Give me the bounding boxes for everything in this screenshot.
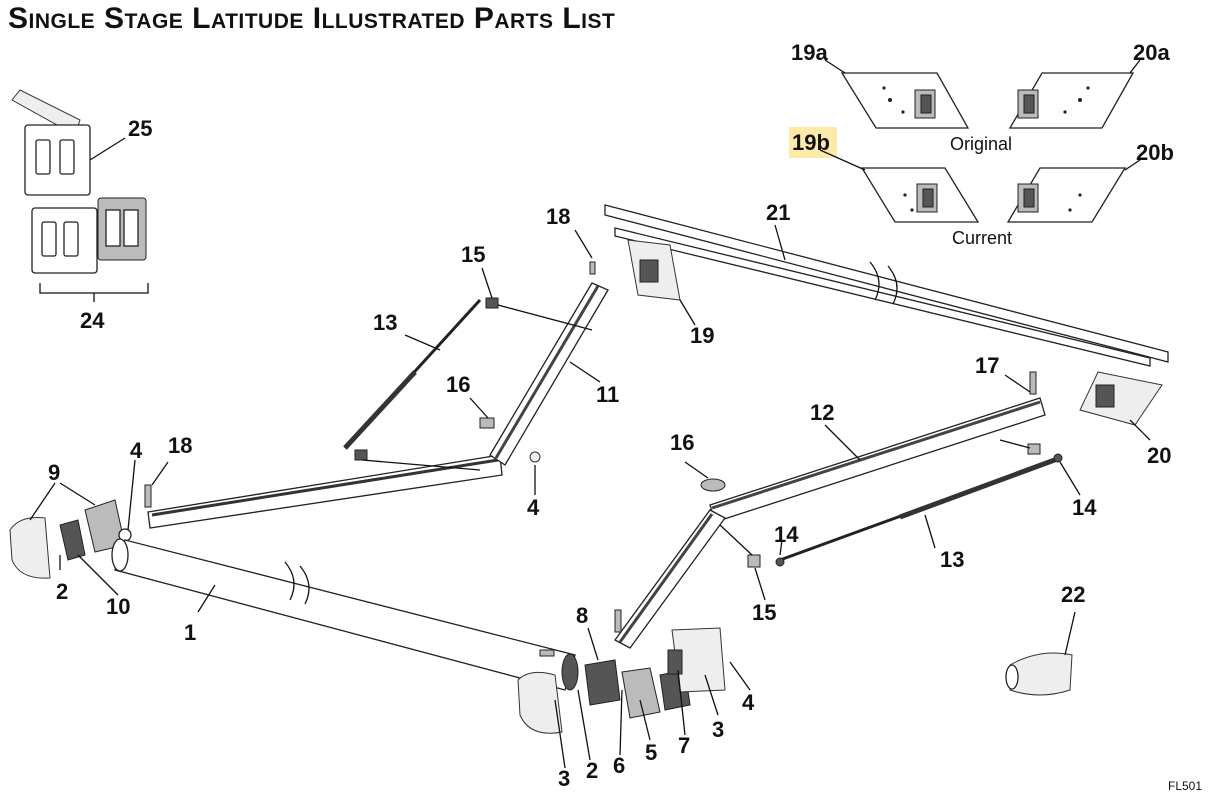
callout-15-right: 15 xyxy=(752,600,776,625)
switch-cover-25 xyxy=(11,89,91,196)
callout-11: 11 xyxy=(596,382,619,407)
gas-strut-13-right xyxy=(775,453,1063,567)
callout-14-mid: 14 xyxy=(774,522,799,547)
callout-14-right: 14 xyxy=(1072,495,1097,520)
callout-4-right: 4 xyxy=(742,690,755,715)
caption-current: Current xyxy=(952,228,1012,248)
callout-7: 7 xyxy=(678,733,690,758)
upper-arm-11 xyxy=(489,261,609,466)
callout-20: 20 xyxy=(1147,443,1171,468)
callout-4-mid: 4 xyxy=(527,495,540,520)
callout-13-left: 13 xyxy=(373,310,397,335)
callout-9: 9 xyxy=(48,460,60,485)
callout-3-bottom: 3 xyxy=(558,766,570,791)
part-22 xyxy=(1005,652,1073,696)
callout-20a: 20a xyxy=(1133,40,1170,65)
callout-4-left: 4 xyxy=(130,438,143,463)
callout-6: 6 xyxy=(613,753,625,778)
callout-8: 8 xyxy=(576,603,588,628)
end-cap-right xyxy=(517,627,726,734)
callout-25: 25 xyxy=(128,116,152,141)
callout-10: 10 xyxy=(106,594,130,619)
roller-tube-1 xyxy=(111,538,579,691)
front-rail-21 xyxy=(604,204,1169,367)
callout-19b: 19b xyxy=(792,130,830,155)
gas-strut-13-left xyxy=(343,297,499,461)
mounting-plate-20a xyxy=(1008,72,1135,129)
leader-lines xyxy=(29,59,1151,769)
mounting-plate-19b xyxy=(860,167,980,223)
callout-5: 5 xyxy=(645,740,657,765)
footer-code: FL501 xyxy=(1168,779,1202,793)
callout-13-right: 13 xyxy=(940,547,964,572)
callout-15-left: 15 xyxy=(461,242,485,267)
end-cap-left xyxy=(9,499,132,579)
caption-original: Original xyxy=(950,134,1012,154)
callout-22: 22 xyxy=(1061,582,1085,607)
callout-18-right: 18 xyxy=(546,204,570,229)
callout-18-left: 18 xyxy=(168,433,192,458)
switch-plate-24 xyxy=(31,197,147,274)
callout-24: 24 xyxy=(80,308,105,333)
callout-3-right: 3 xyxy=(712,717,724,742)
mounting-plate-19a xyxy=(840,72,970,129)
upper-arm-12 xyxy=(709,371,1046,523)
callout-19a: 19a xyxy=(791,40,828,65)
bracket-24 xyxy=(39,283,149,302)
knob-16-right xyxy=(700,478,726,492)
callout-2-left: 2 xyxy=(56,579,68,604)
callout-20b: 20b xyxy=(1136,140,1174,165)
callout-12: 12 xyxy=(810,400,834,425)
callout-1: 1 xyxy=(184,620,196,645)
callout-19: 19 xyxy=(690,323,714,348)
callout-16-right: 16 xyxy=(670,430,694,455)
mounting-plate-20b xyxy=(1006,167,1127,223)
callout-17: 17 xyxy=(975,353,999,378)
highlight-19b xyxy=(789,127,837,158)
bracket-20 xyxy=(1079,371,1163,426)
callout-2-bottom: 2 xyxy=(586,758,598,783)
callout-21: 21 xyxy=(766,200,790,225)
lower-arm-right xyxy=(614,509,726,649)
page-title: Single Stage Latitude Illustrated Parts … xyxy=(8,2,616,35)
lower-arm-left xyxy=(144,454,503,529)
callout-16-left: 16 xyxy=(446,372,470,397)
